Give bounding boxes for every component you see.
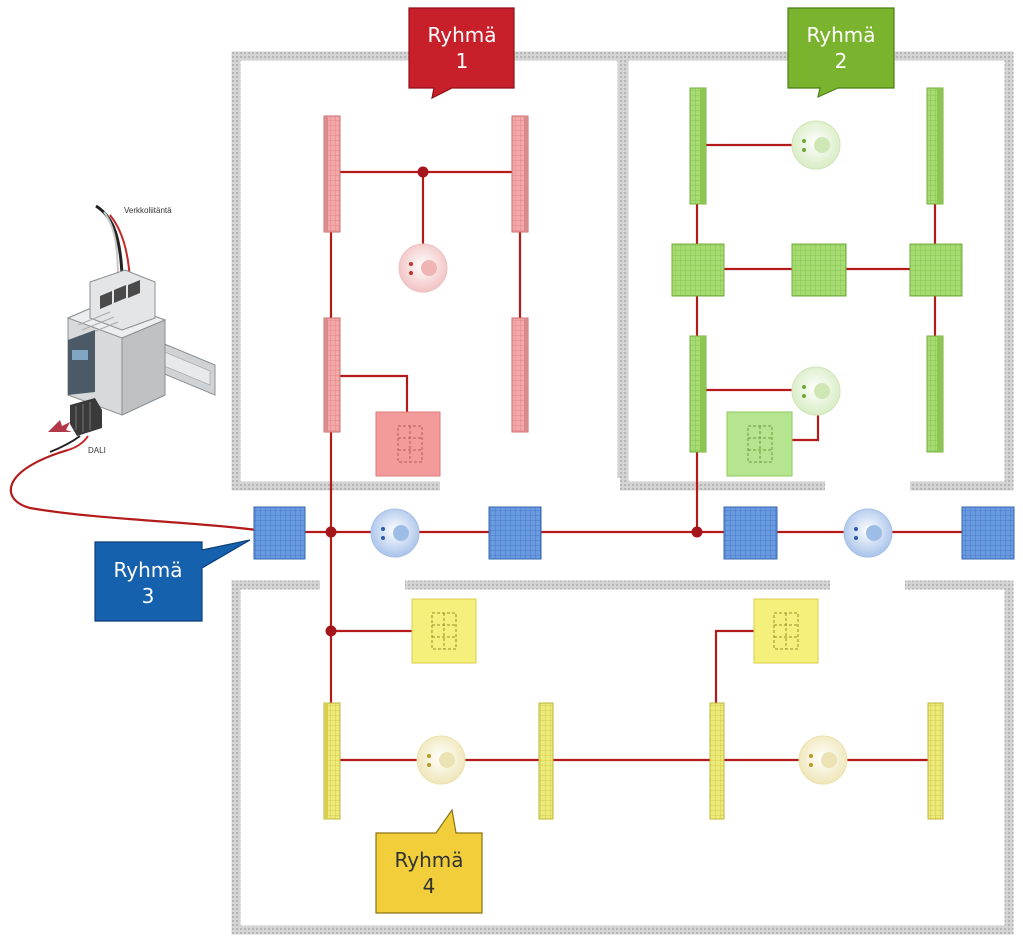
group-1-fixtures [323,115,529,477]
square-luminaire [961,506,1015,560]
group-3-fixtures [253,506,1015,560]
linear-luminaire [709,702,725,820]
dali-power-supply: Verkkoliitäntä DALI [48,204,216,455]
push-button-switch-icon [753,598,819,664]
linear-luminaire [323,702,341,820]
linear-luminaire [689,87,707,205]
square-luminaire [723,506,778,560]
dali-bus-cable [9,448,257,532]
push-button-switch-icon [375,411,441,477]
group-3-title: Ryhmä [113,558,182,582]
dali-wiring [9,140,965,762]
group-2-fixtures [671,87,963,477]
power-connection-label: Verkkoliitäntä [124,206,172,215]
linear-luminaire [927,702,944,820]
square-luminaire [671,243,725,297]
linear-luminaire [323,115,341,233]
door-opening [830,578,905,592]
presence-sensor-icon [798,735,848,785]
presence-sensor-icon [843,508,893,558]
presence-sensor-icon [791,366,841,416]
linear-luminaire [926,87,944,205]
door-opening [320,578,405,592]
junctions [325,166,703,637]
group-1-title: Ryhmä [427,23,496,47]
presence-sensor-icon [370,508,420,558]
group-2-title: Ryhmä [806,23,875,47]
square-luminaire [791,243,847,297]
group-4-fixtures [323,598,944,820]
group-4-number: 4 [423,874,436,898]
linear-luminaire [689,335,707,453]
group-1-number: 1 [456,49,469,73]
walls [231,51,1014,935]
door-opening [825,478,910,492]
linear-luminaire [511,317,529,433]
group-4-title: Ryhmä [394,848,463,872]
push-button-switch-icon [726,411,793,477]
linear-luminaire [538,702,554,820]
group-2-callout: Ryhmä 2 [787,7,895,99]
push-button-switch-icon [411,598,477,664]
square-luminaire [909,243,963,297]
group-1-callout: Ryhmä 1 [408,7,515,100]
group-3-number: 3 [142,584,155,608]
group-3-callout: Ryhmä 3 [94,539,251,622]
dali-bus-label: DALI [88,446,106,455]
linear-luminaire [511,115,529,233]
square-luminaire [488,506,542,560]
room-4-wall [231,580,1014,935]
door-opening [440,478,620,492]
presence-sensor-icon [791,120,841,170]
presence-sensor-icon [398,243,448,293]
group-2-number: 2 [835,49,848,73]
group-4-callout: Ryhmä 4 [375,808,483,914]
linear-luminaire [926,335,944,453]
square-luminaire [253,506,306,560]
linear-luminaire [323,317,341,433]
presence-sensor-icon [416,735,466,785]
